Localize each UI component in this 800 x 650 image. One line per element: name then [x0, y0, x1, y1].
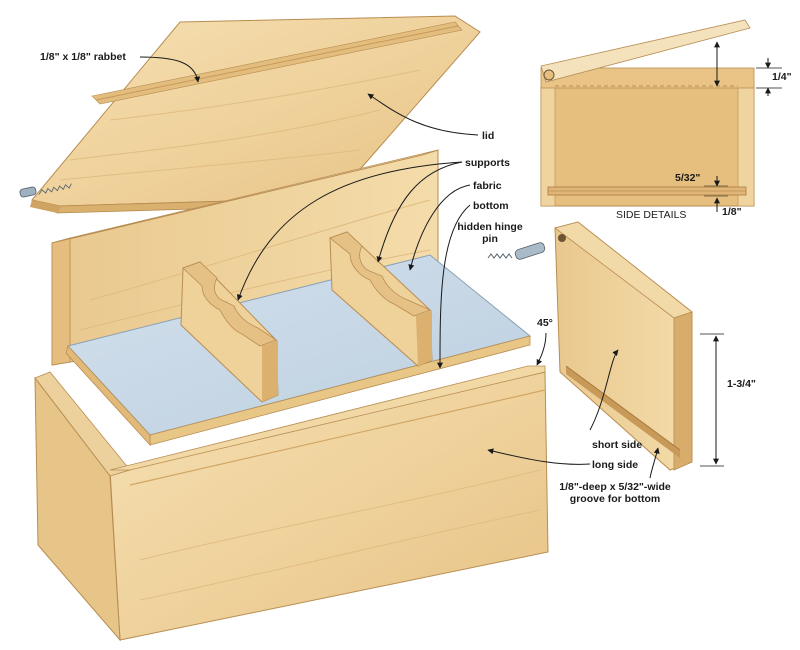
front-long-side: [34, 365, 549, 642]
leader-lines: [139, 56, 660, 479]
groove-label-line2: groove for bottom: [569, 493, 661, 505]
groove-label-line1: 1/8"-deep x 5/32"-wide: [559, 481, 671, 493]
supports-label: supports: [465, 157, 510, 169]
rabbet-label: 1/8" x 1/8" rabbet: [40, 51, 126, 63]
bottom-label: bottom: [473, 200, 509, 212]
hinge-pin-label: hidden hinge pin: [455, 221, 525, 245]
groove-label: 1/8"-deep x 5/32"-wide groove for bottom: [545, 481, 685, 505]
hidden-hinge-pin-icon: [487, 242, 546, 260]
hinge-pin-label-line1: hidden hinge: [457, 221, 523, 233]
angle-label: 45°: [537, 317, 553, 329]
hinge-pin-label-line2: pin: [482, 233, 498, 245]
height-label: 1-3/4": [727, 378, 756, 390]
side-details-title: SIDE DETAILS: [616, 209, 687, 221]
support-right: [329, 231, 433, 367]
support-left: [180, 261, 279, 403]
lid-panel: [30, 15, 481, 214]
dim-eighth-label: 1/8": [722, 206, 742, 218]
lid-hinge-pin-icon: [19, 183, 72, 198]
dim-quarter-label: 1/4": [772, 71, 792, 83]
fabric-label: fabric: [473, 180, 502, 192]
side-details-drawing: [540, 19, 782, 212]
short-side: [554, 221, 693, 471]
height-dimension: [700, 333, 724, 467]
dim-five-32-label: 5/32": [675, 172, 701, 184]
long-side-label: long side: [592, 459, 639, 471]
short-side-label: short side: [592, 439, 643, 451]
lid-label: lid: [482, 130, 495, 142]
